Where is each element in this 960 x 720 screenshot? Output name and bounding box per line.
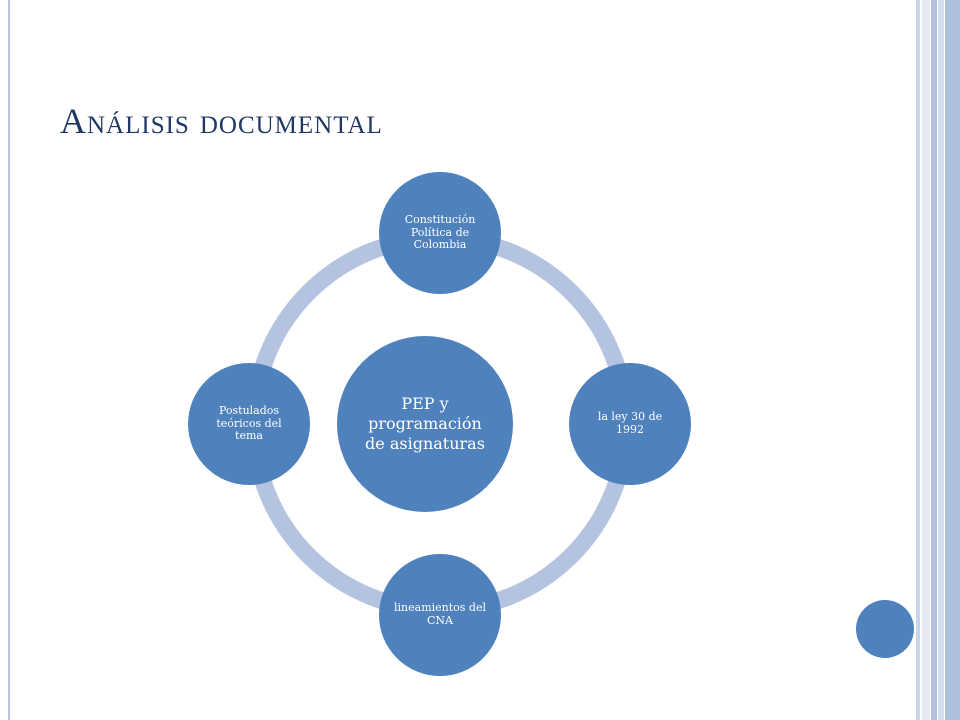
center-circle bbox=[337, 336, 513, 512]
node-circle-left bbox=[188, 363, 310, 485]
slide-title: Análisis documental bbox=[60, 101, 383, 141]
node-circle-bottom bbox=[379, 554, 501, 676]
right-band-5 bbox=[945, 0, 960, 720]
right-band-4 bbox=[938, 0, 944, 720]
node-label-right: la ley 30 de 1992 bbox=[597, 410, 663, 436]
node-label-top: Constitución Política de Colombia bbox=[404, 213, 476, 252]
node-circle-top bbox=[379, 172, 501, 294]
center-label: PEP y programación de asignaturas bbox=[365, 394, 485, 453]
right-band-1 bbox=[916, 0, 920, 720]
right-band-3 bbox=[931, 0, 937, 720]
node-label-left: Postulados teóricos del tema bbox=[216, 404, 282, 443]
right-band-2 bbox=[922, 0, 930, 720]
left-border-rule bbox=[8, 0, 10, 720]
decorative-circle bbox=[856, 600, 914, 658]
node-label-bottom: lineamientos del CNA bbox=[394, 601, 486, 627]
node-circle-right bbox=[569, 363, 691, 485]
